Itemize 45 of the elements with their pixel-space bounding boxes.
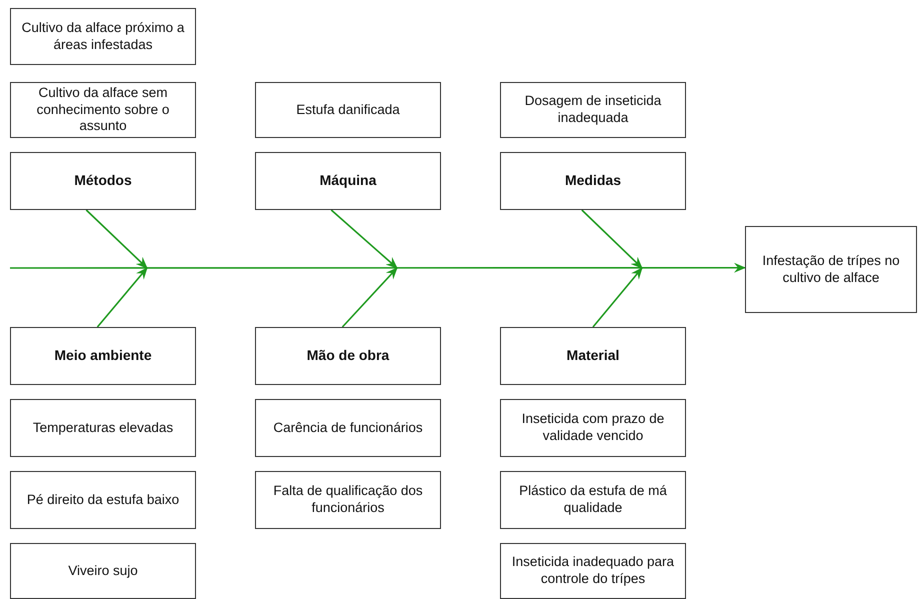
arrow	[330, 209, 398, 269]
arrow	[592, 267, 643, 328]
cause-box	[255, 471, 441, 529]
box-label: Viveiro sujo	[68, 562, 138, 580]
arrow	[96, 267, 148, 328]
category-box	[10, 327, 196, 385]
arrow	[10, 262, 746, 273]
box-label: Infestação de trípes no cultivo de alface	[761, 252, 901, 286]
cause-box	[500, 471, 686, 529]
box-label: Inseticida com prazo de validade vencido	[520, 411, 666, 445]
cause-box	[500, 399, 686, 457]
cause-box	[500, 82, 686, 138]
box-label: Material	[566, 347, 620, 365]
arrow	[86, 209, 148, 269]
category-box	[255, 327, 441, 385]
box-label: Inseticida inadequado para controle do trípes	[510, 554, 676, 588]
box-label: Cultivo da alface sem conhecimento sobre o assunto	[36, 84, 170, 136]
cause-box	[500, 543, 686, 599]
cause-box	[255, 399, 441, 457]
cause-box	[10, 82, 196, 138]
effect-box	[745, 226, 917, 313]
arrow	[342, 267, 398, 328]
box-label: Plástico da estufa de má qualidade	[518, 483, 668, 517]
box-label: Mão de obra	[306, 347, 390, 365]
cause-box	[10, 399, 196, 457]
cause-box	[10, 471, 196, 529]
box-label: Meio ambiente	[54, 347, 152, 365]
box-label: Métodos	[74, 172, 132, 190]
arrow	[581, 209, 643, 269]
box-label: Carência de funcionários	[273, 420, 423, 436]
category-box	[10, 152, 196, 210]
category-box	[500, 152, 686, 210]
cause-box	[255, 82, 441, 138]
box-label: Temperaturas elevadas	[32, 420, 174, 436]
box-label: Estufa danificada	[296, 102, 400, 118]
cause-box	[10, 543, 196, 599]
box-label: Cultivo da alface próximo a áreas infestadas	[20, 20, 186, 54]
box-label: Falta de qualificação dos funcionários	[272, 483, 424, 517]
category-box	[255, 152, 441, 210]
cause-box	[10, 8, 196, 65]
box-label: Pé direito da estufa baixo	[26, 492, 180, 508]
box-label: Máquina	[320, 172, 376, 190]
category-box	[500, 327, 686, 385]
box-label: Medidas	[564, 172, 621, 190]
box-label: Dosagem de inseticida inadequada	[524, 93, 662, 127]
